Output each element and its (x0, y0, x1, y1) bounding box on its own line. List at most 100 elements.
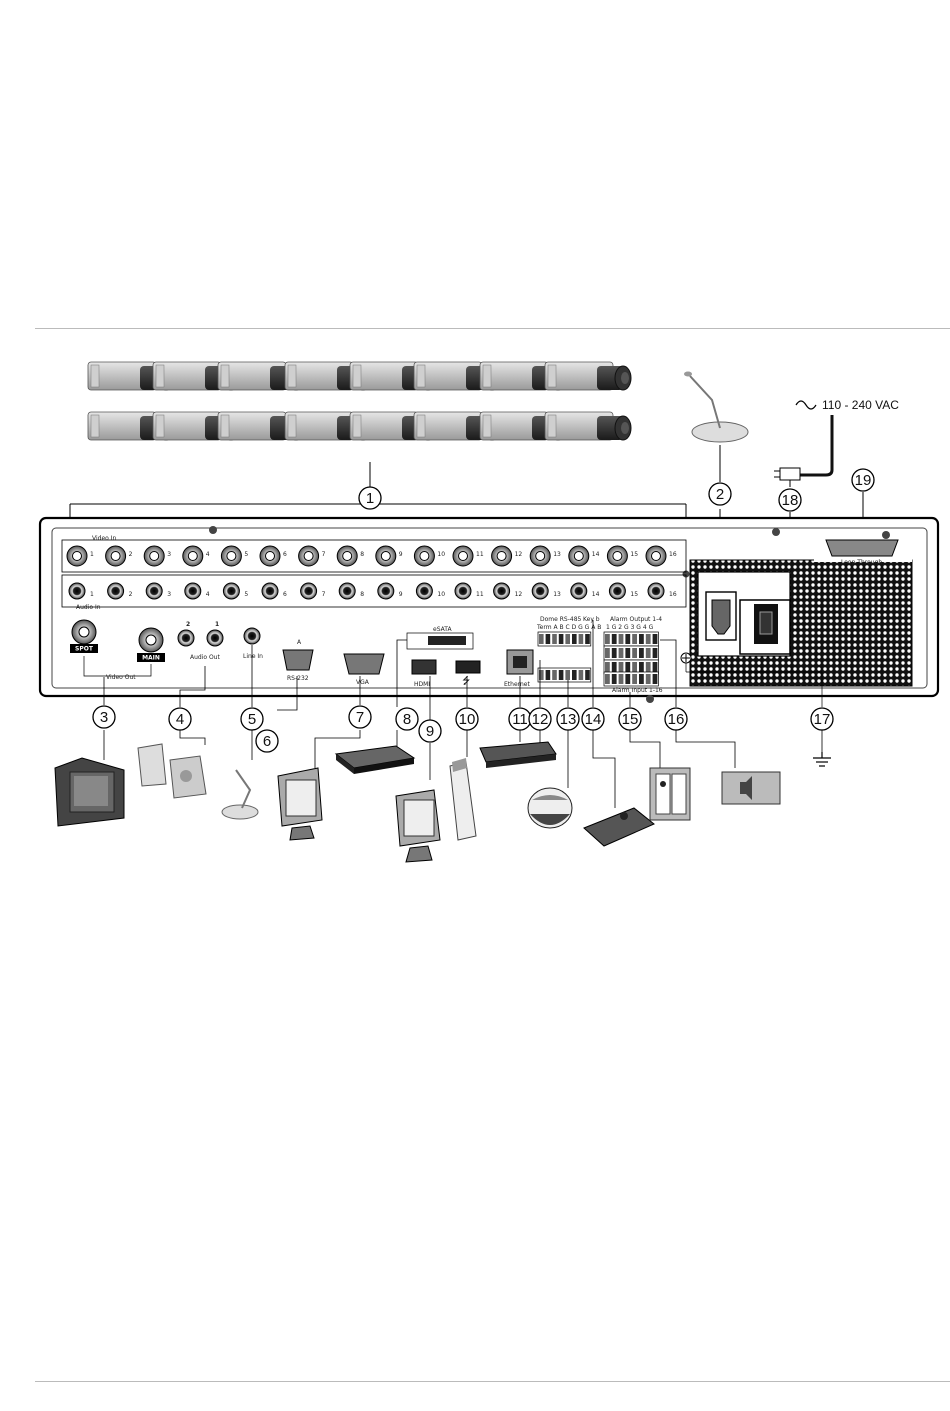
callout-1: 1 (358, 486, 382, 510)
audio-in-port-number: 10 (437, 591, 445, 598)
video-out-label: Video Out (106, 674, 136, 681)
audio-in-port (68, 582, 86, 600)
audio-in-port (531, 582, 549, 600)
terminal-pin (605, 674, 610, 684)
terminal-pin (611, 634, 617, 644)
monitor-icon (395, 789, 441, 863)
audio-in-port-number: 16 (669, 591, 677, 598)
audio-in-port (454, 582, 472, 600)
callout-15: 15 (618, 707, 642, 731)
main-output: MAIN (137, 627, 165, 662)
terminal-pin (565, 670, 570, 680)
video-in-port (66, 545, 88, 567)
video-in-port-number: 9 (399, 551, 403, 558)
terminal-pin (645, 634, 651, 644)
callout-6: 6 (255, 729, 279, 753)
siren-icon (721, 771, 781, 805)
voltage-label: 110 - 240 VAC (822, 398, 899, 412)
terminal-pin (558, 670, 564, 680)
terminal-pin (639, 674, 644, 684)
callout-number: 17 (814, 711, 831, 728)
box-camera-icon (544, 361, 632, 391)
terminal-pin (605, 662, 610, 672)
spot-label: SPOT (75, 646, 94, 653)
video-in-port (452, 545, 474, 567)
audio-in-port (222, 582, 240, 600)
loop-through-label: Loop Through (841, 559, 882, 566)
video-in-port (298, 545, 320, 567)
terminal-pin (625, 634, 631, 644)
keyb-label: Key b (583, 616, 600, 623)
main-label: MAIN (142, 655, 160, 662)
video-in-label: Video In (92, 535, 116, 542)
terminal-pin (625, 648, 631, 658)
box-camera-icon (544, 411, 632, 441)
audio-in-port (107, 582, 125, 600)
terminal-pin (652, 674, 658, 684)
callout-number: 5 (248, 711, 256, 728)
callout-5: 5 (240, 707, 264, 731)
video-in-port-number: 1 (90, 551, 94, 558)
network-switch-icon (479, 741, 557, 768)
audio-in-port-number: 3 (167, 591, 171, 598)
terminal-pin (652, 648, 658, 658)
video-in-port-number: 8 (360, 551, 364, 558)
callout-number: 15 (622, 711, 639, 728)
dvd-recorder-icon (334, 745, 416, 774)
top-rule (35, 328, 950, 329)
callout-10: 10 (455, 707, 479, 731)
terminal-pin (639, 634, 644, 644)
terminal-pin (545, 670, 551, 680)
alarm-sensor-icon (649, 767, 691, 821)
video-in-port-number: 3 (167, 551, 171, 558)
callout-number: 12 (532, 711, 549, 728)
term-label: Term A B C D G G A B (536, 624, 601, 631)
callout-number: 4 (176, 711, 184, 728)
terminal-pin (552, 670, 557, 680)
terminal-pin (539, 634, 544, 644)
callout-11: 11 (508, 707, 532, 731)
video-in-port (491, 545, 513, 567)
terminal-pin (578, 634, 584, 644)
callout-9: 9 (418, 719, 442, 743)
dvr-rear-panel (38, 516, 940, 703)
terminal-pin (572, 634, 577, 644)
terminal-pin (625, 674, 631, 684)
audio-in-port-number: 5 (244, 591, 248, 598)
vga-label: VGA (356, 679, 370, 686)
terminal-pin (585, 670, 590, 680)
video-in-port-number: 15 (630, 551, 638, 558)
usb-symbol: ⭍ (462, 675, 470, 687)
audio-in-port (300, 582, 318, 600)
video-in-port (259, 545, 281, 567)
callout-number: 2 (716, 486, 724, 503)
audio-in-port (145, 582, 163, 600)
audio-in-port (647, 582, 665, 600)
microphone-icon (684, 371, 749, 443)
rs232-letter: A (297, 639, 302, 646)
monitor-icon (277, 767, 323, 841)
video-in-port-number: 5 (244, 551, 248, 558)
video-in-port-number: 13 (553, 551, 561, 558)
audio-in-port-number: 14 (592, 591, 600, 598)
monitor-icon (54, 757, 125, 827)
terminal-pin (605, 634, 610, 644)
power-plug-icon (774, 415, 834, 481)
terminal-pin (611, 662, 617, 672)
alarm-input-label: Alarm Input 1-16 (612, 687, 663, 694)
audio-in-port (184, 582, 202, 600)
bottom-rule (35, 1381, 950, 1382)
video-in-port (182, 545, 204, 567)
video-in-port-number: 10 (437, 551, 445, 558)
video-in-port (220, 545, 242, 567)
video-in-port (413, 545, 435, 567)
ac-symbol-icon (795, 400, 817, 410)
terminal-pin (645, 674, 651, 684)
video-in-port-number: 7 (322, 551, 326, 558)
speaker-icon (137, 743, 207, 799)
audio-in-label: Audio In (76, 604, 101, 611)
terminal-blocks (537, 631, 659, 687)
terminal-pin (611, 648, 617, 658)
